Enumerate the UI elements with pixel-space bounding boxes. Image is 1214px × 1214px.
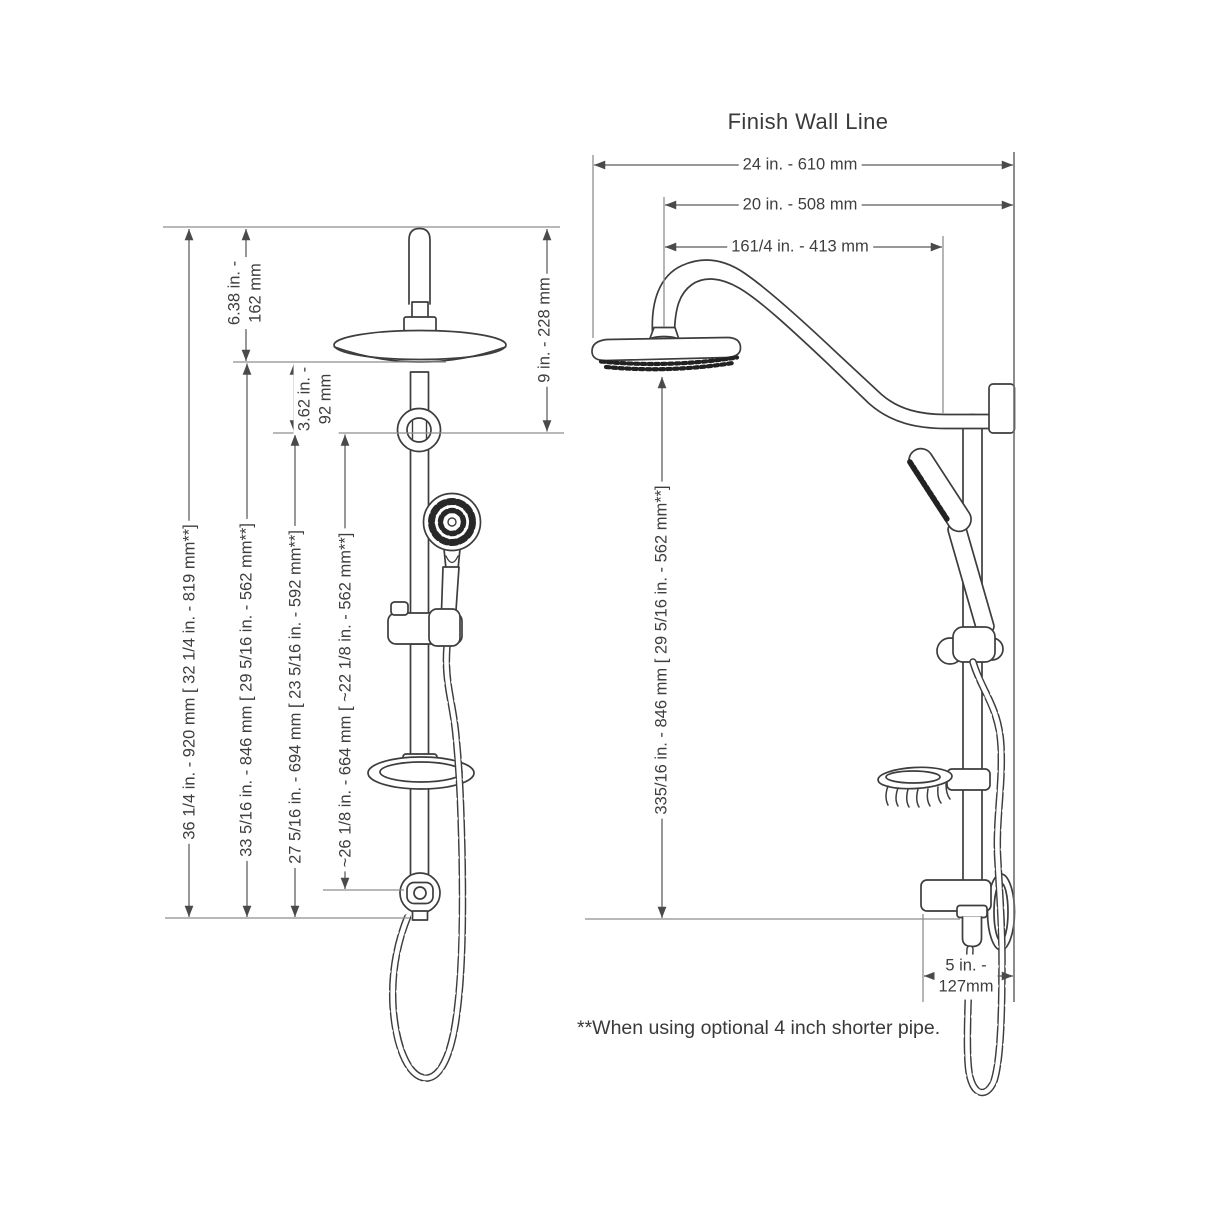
soap-dish-arm xyxy=(946,768,991,791)
dim-front-overall: 36 1/4 in. - 920 mm [ 32 1/4 in. - 819 m… xyxy=(178,520,202,844)
supply-stub xyxy=(961,916,983,948)
dim-front-supply-height: ~26 1/8 in. - 664 mm [ ~22 1/8 in. - 562… xyxy=(334,528,358,872)
dim-side-width-inner: 161/4 in. - 413 mm xyxy=(727,235,873,259)
wall-flange-block xyxy=(988,383,1016,434)
reference-lines xyxy=(163,152,1015,1002)
front-view-drawing xyxy=(333,227,507,1082)
wall-mount-ring-inner xyxy=(406,417,432,443)
shower-pipe-top xyxy=(408,227,431,305)
pipe-neck xyxy=(411,301,429,319)
hand-shower-holder xyxy=(428,608,461,647)
hand-shower-neck xyxy=(443,548,461,570)
holder-bracket-side xyxy=(952,626,996,663)
pipe-collar xyxy=(403,316,437,332)
soap-dish-front-inner xyxy=(379,761,463,783)
dimension-lines xyxy=(184,160,1013,981)
dim-front-mount-height: 27 5/16 in. - 694 mm [ 23 5/16 in. - 592… xyxy=(284,526,308,868)
side-view-drawing xyxy=(591,259,1016,1096)
slide-bracket-knob xyxy=(390,601,409,616)
dim-side-width-mid: 20 in. - 508 mm xyxy=(738,193,862,217)
page-title: Finish Wall Line xyxy=(727,109,889,135)
dim-front-head-to-mount: 3.62 in. - 92 mm xyxy=(293,362,339,436)
footnote: **When using optional 4 inch shorter pip… xyxy=(577,1017,941,1040)
dim-front-pipe-top: 6.38 in. - 162 mm xyxy=(223,256,269,330)
shower-arm-side xyxy=(651,259,991,430)
soap-dish-prongs xyxy=(885,783,951,808)
supply-arm-side xyxy=(920,879,992,912)
dim-front-rail-height: 33 5/16 in. - 846 mm [ 29 5/16 in. - 562… xyxy=(235,519,259,861)
dim-side-width-outer: 24 in. - 610 mm xyxy=(738,153,862,177)
dim-side-height: 335/16 in. - 846 mm [ 29 5/16 in. - 562 … xyxy=(650,481,674,819)
rain-head-nozzles xyxy=(598,355,740,367)
rain-head-side xyxy=(591,336,742,362)
dim-side-bottom: 5 in. - 127mm xyxy=(934,954,998,1000)
dim-front-head-drop: 9 in. - 228 mm xyxy=(533,273,557,387)
hand-shower-spray-dots xyxy=(907,459,950,522)
rain-head-front xyxy=(333,329,507,361)
